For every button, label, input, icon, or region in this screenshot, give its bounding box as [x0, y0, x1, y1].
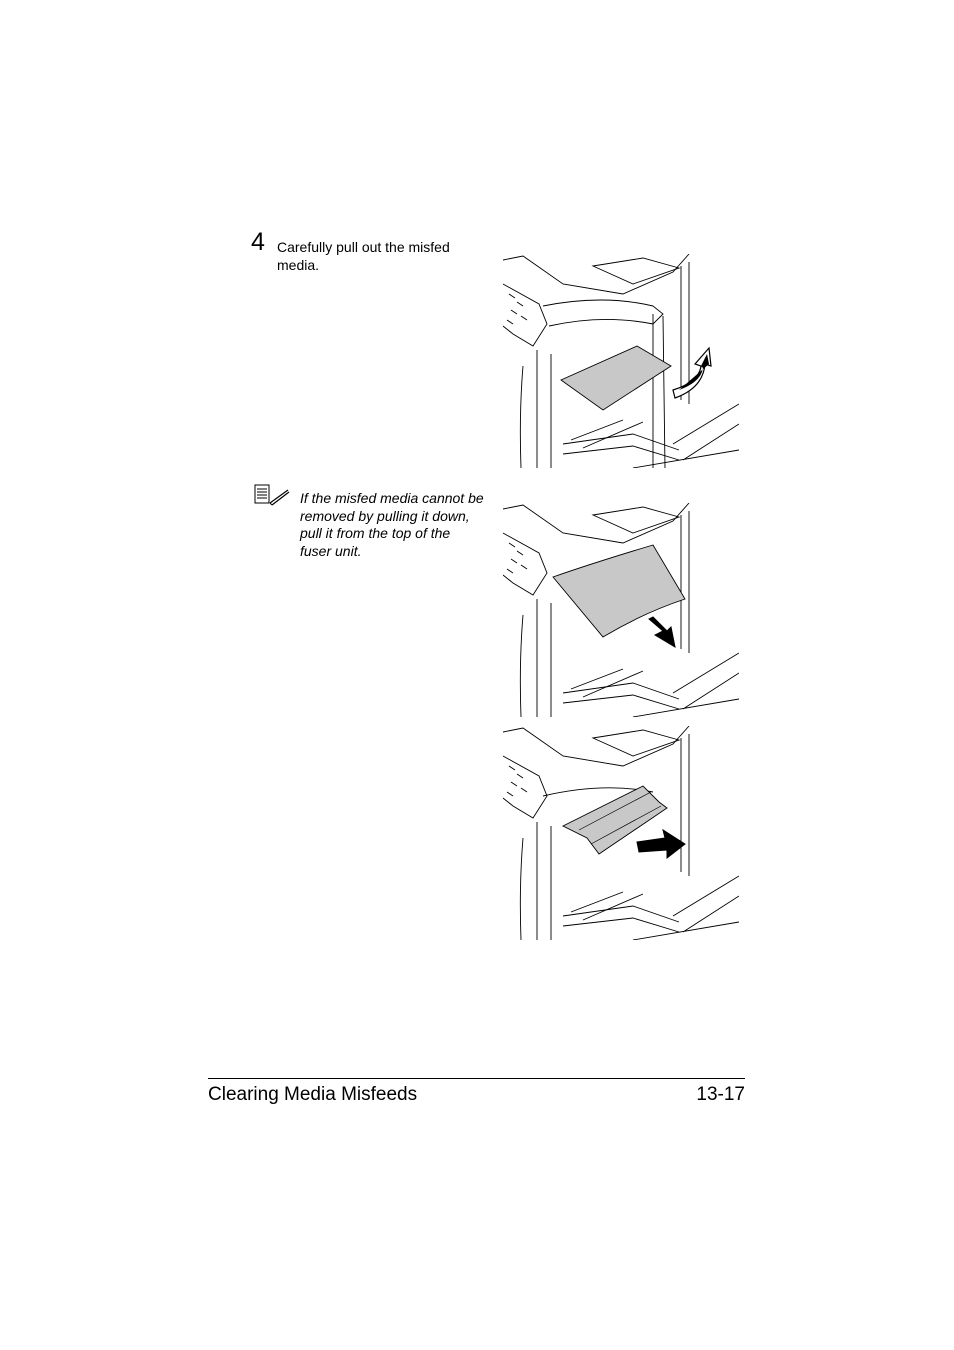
step-instruction: Carefully pull out the misfed media.: [277, 239, 450, 273]
pull-media-top-illustration: [503, 503, 739, 717]
step-number: 4: [251, 228, 265, 256]
footer-chapter-title: Clearing Media Misfeeds: [208, 1084, 418, 1105]
note-pencil-icon: [254, 484, 290, 506]
pull-media-down-illustration: [503, 254, 739, 468]
note-text: If the misfed media cannot be removed by…: [300, 490, 484, 559]
footer-rule: [208, 1078, 745, 1079]
footer-page-number: 13-17: [696, 1084, 745, 1105]
pull-media-right-illustration: [503, 726, 739, 940]
